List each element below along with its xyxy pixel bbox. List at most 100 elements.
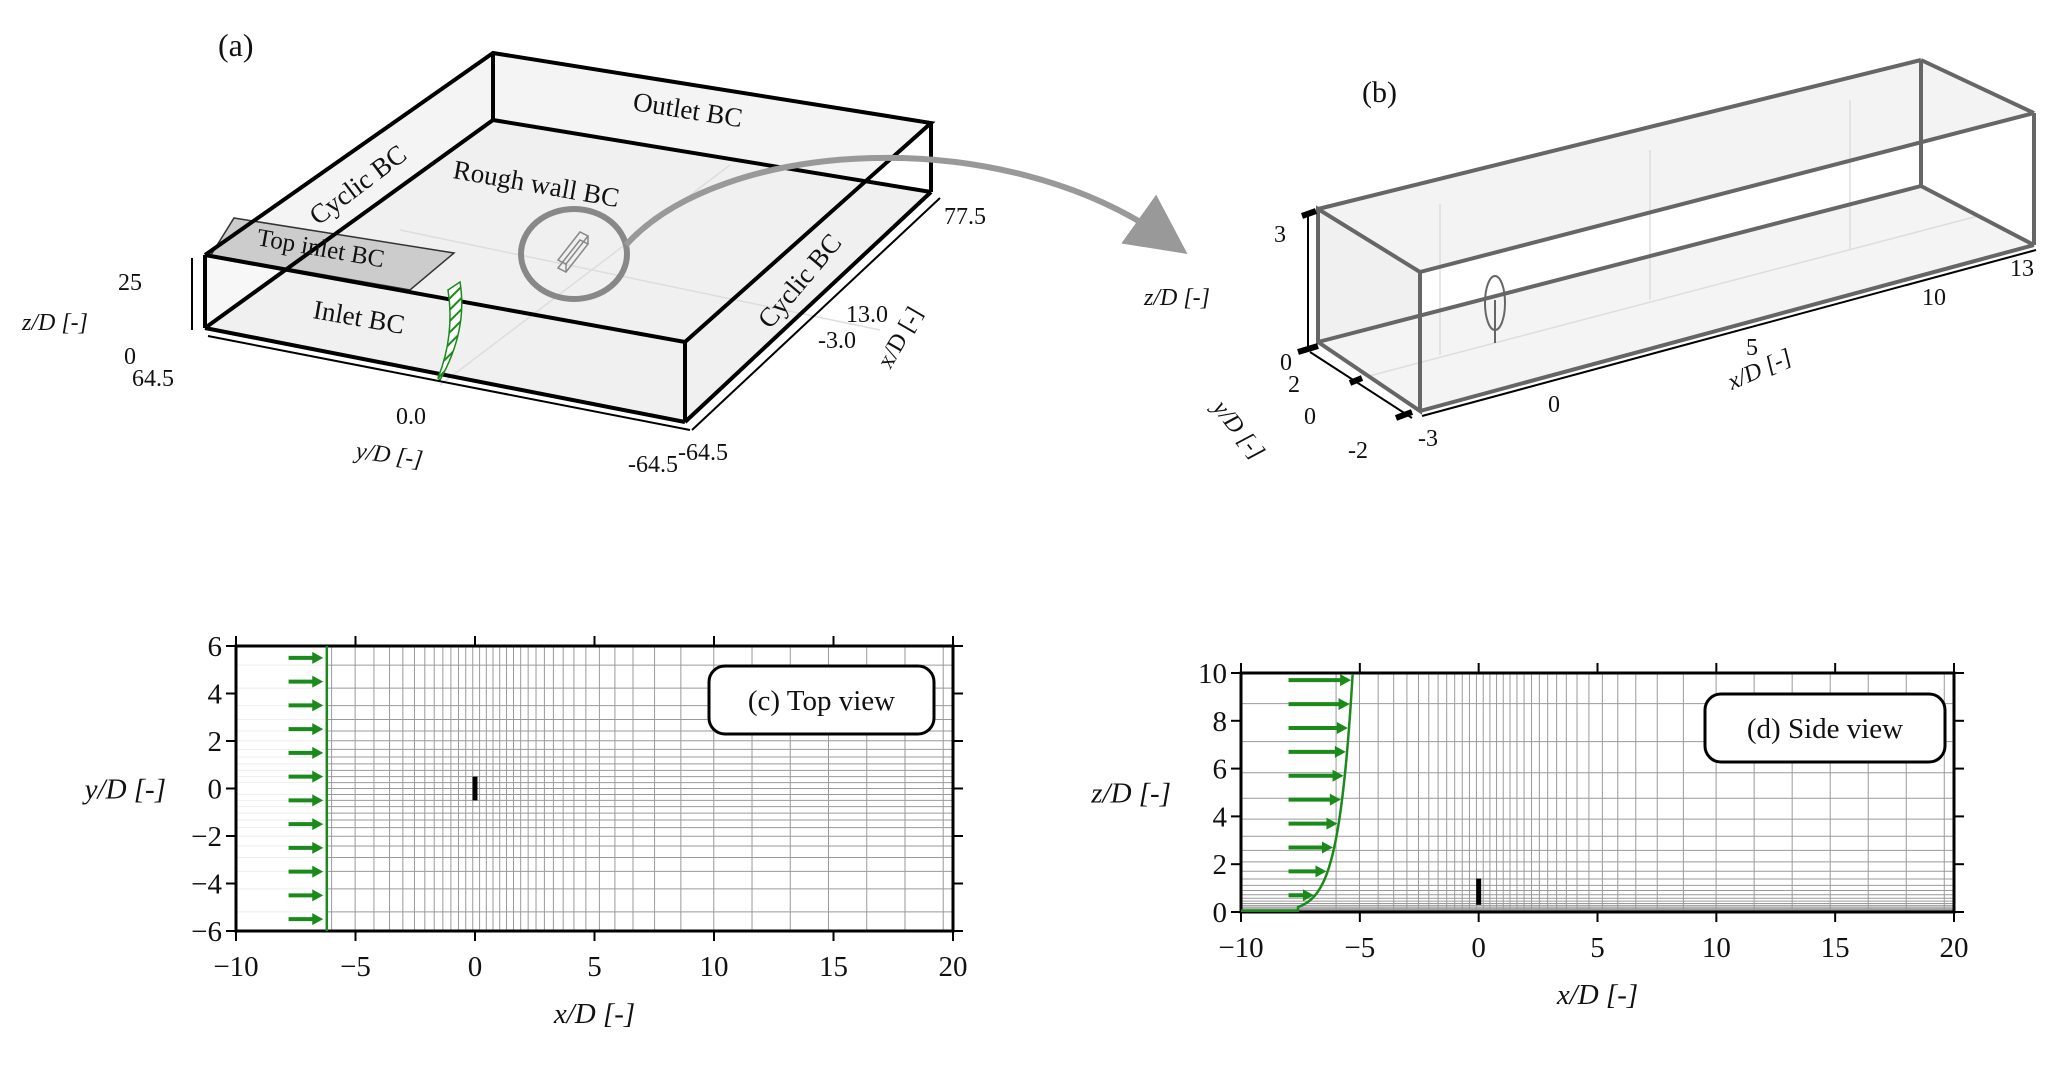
arrow-head xyxy=(1302,889,1314,902)
x-tick: -64.5 xyxy=(678,440,728,466)
inflow-arrow-icon xyxy=(1288,793,1341,806)
z-tick: 0 xyxy=(124,344,136,370)
y-tick-label: −4 xyxy=(191,869,222,901)
inflow-arrow-icon xyxy=(288,865,324,878)
z-tick: 3 xyxy=(1274,222,1286,248)
x-tick-label: 15 xyxy=(1821,932,1850,964)
y-tick: -2 xyxy=(1348,438,1368,464)
panel-a-label: (a) xyxy=(218,27,254,63)
y-tick-label: −2 xyxy=(191,821,222,853)
y-tick-label: 4 xyxy=(208,679,223,711)
inflow-arrow-icon xyxy=(1288,698,1350,711)
x-tick: 77.5 xyxy=(944,204,986,230)
x-tick-label: 5 xyxy=(587,951,602,983)
y-tick-label: 0 xyxy=(208,774,223,806)
inflow-arrow-icon xyxy=(1288,817,1338,830)
arrow-head xyxy=(312,746,324,759)
inflow-arrow-icon xyxy=(1288,769,1344,782)
view-title-box xyxy=(1703,692,1947,764)
axis-lines xyxy=(191,197,941,431)
inflow-arrow-icon xyxy=(1288,841,1333,854)
y-tick-label: 10 xyxy=(1198,658,1227,690)
x-tick-label: 20 xyxy=(939,951,968,983)
domain-floor xyxy=(205,120,931,422)
zoom-arrow-icon xyxy=(623,154,1188,254)
arrow-head xyxy=(1336,721,1348,734)
x-tick-label: 0 xyxy=(1471,932,1486,964)
inflow-arrow-icon xyxy=(288,841,324,854)
inflow-arrow-icon xyxy=(288,746,324,759)
x-tick-label: 20 xyxy=(1940,932,1969,964)
x-tick-label: −5 xyxy=(340,951,371,983)
y-tick-label: −6 xyxy=(191,916,222,948)
inflow-arrow-icon xyxy=(1288,745,1346,758)
x-tick: 13.0 xyxy=(846,302,888,328)
arrow-head xyxy=(312,865,324,878)
y-tick-label: 2 xyxy=(1213,849,1228,881)
x-tick-label: −10 xyxy=(213,951,258,983)
x-tick: -3 xyxy=(1418,426,1438,452)
arrow-head xyxy=(312,651,324,664)
top-inlet-region xyxy=(209,217,456,291)
view-title: (d) Side view xyxy=(1747,713,1903,745)
arrow-head xyxy=(312,889,324,902)
inlet-profile-icon xyxy=(437,280,463,382)
obstacle-icon xyxy=(556,231,590,273)
arrow-head xyxy=(312,794,324,807)
y-tick: 2 xyxy=(1288,372,1300,398)
arrow-head xyxy=(1332,769,1344,782)
x-tick-label: 15 xyxy=(819,951,848,983)
y-tick: 0.0 xyxy=(396,404,426,430)
arrow-head xyxy=(312,723,324,736)
inflow-arrow-icon xyxy=(288,699,324,712)
arrow-head xyxy=(312,818,324,831)
x-tick: -3.0 xyxy=(818,328,856,354)
y-tick: 64.5 xyxy=(132,366,174,392)
y-tick-label: 6 xyxy=(208,631,223,663)
inflow-arrow-icon xyxy=(288,913,324,926)
z-tick: 0 xyxy=(1280,350,1292,376)
inflow-arrow-icon xyxy=(1288,674,1352,687)
arrow-head xyxy=(1329,793,1341,806)
subdomain-edges xyxy=(1316,58,2036,415)
x-tick-label: 5 xyxy=(1590,932,1605,964)
z-tick: 25 xyxy=(118,270,142,296)
panel-b-label: (b) xyxy=(1362,76,1397,109)
y-tick-label: 6 xyxy=(1213,754,1228,786)
x-tick-label: 0 xyxy=(468,951,483,983)
x-tick-label: 10 xyxy=(1702,932,1731,964)
inflow-arrow-icon xyxy=(288,770,324,783)
inflow-arrow-icon xyxy=(288,794,324,807)
arrow-head xyxy=(1321,841,1333,854)
x-tick-label: −5 xyxy=(1344,932,1375,964)
arrow-head xyxy=(312,699,324,712)
x-tick: 5 xyxy=(1746,335,1758,361)
inflow-arrow-icon xyxy=(1288,865,1327,878)
z-axis-label: z/D [-] xyxy=(21,310,88,336)
inflow-arrow-icon xyxy=(288,675,324,688)
panel-b-domain: (b) 3 0 z/D [-] 2 0 -2 y/D [-] -3 0 5 10… xyxy=(1143,58,2037,465)
arrow-head xyxy=(1340,674,1352,687)
inflow-arrow-icon xyxy=(1288,889,1314,902)
x-axis-label: x/D [-] xyxy=(553,998,635,1030)
inflow-arrow-icon xyxy=(288,651,324,664)
panel-a-domain: (a) Outlet BC Cyclic BC Rough wall BC To… xyxy=(21,27,1188,478)
x-axis-label: x/D [-] xyxy=(1556,979,1638,1011)
view-title: (c) Top view xyxy=(748,685,895,717)
y-axis-label: y/D [-] xyxy=(82,774,166,806)
y-axis-label: z/D [-] xyxy=(1090,778,1171,810)
y-tick-label: 2 xyxy=(208,726,223,758)
x-tick-label: 10 xyxy=(700,951,729,983)
view-title-box xyxy=(707,664,936,736)
z-axis-label: z/D [-] xyxy=(1143,285,1210,311)
inflow-arrow-icon xyxy=(1288,721,1348,734)
arrow-head xyxy=(312,913,324,926)
inlet-profile-curve xyxy=(1241,673,1354,913)
arrow-head xyxy=(1315,865,1327,878)
zoom-circle xyxy=(518,206,630,302)
y-tick-label: 0 xyxy=(1213,897,1228,929)
y-tick: -64.5 xyxy=(628,452,678,478)
